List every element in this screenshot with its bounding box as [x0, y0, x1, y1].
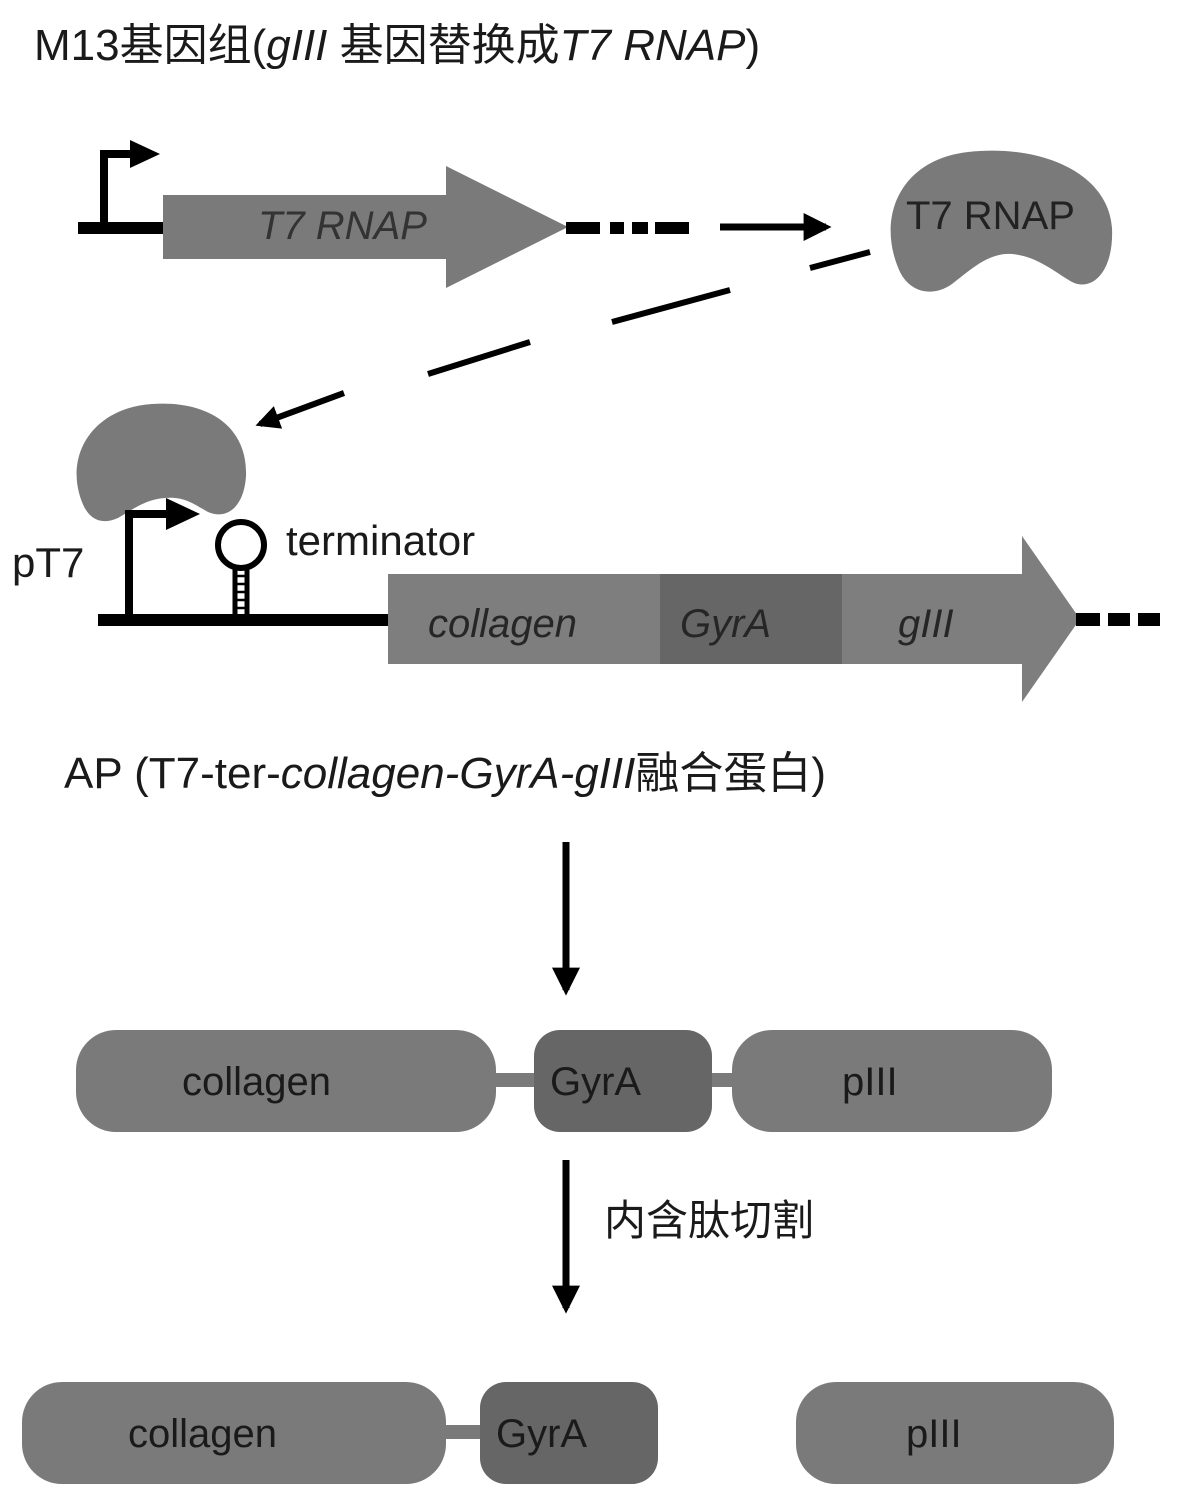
bound-rnap-shape — [76, 403, 247, 522]
ap-title-prefix: AP (T7-ter- — [64, 749, 281, 798]
fused-collagen-label: collagen — [182, 1060, 332, 1104]
ap-title: AP (T7-ter-collagen-GyrA-gIII融合蛋白) — [64, 752, 826, 796]
top-title-suffix: ) — [745, 21, 761, 70]
cleavage-label: 内含肽切割 — [604, 1197, 815, 1244]
fusion-seg-gyra: GyrA — [680, 602, 772, 646]
fusion-gene-arrow — [388, 536, 1080, 702]
top-dna-dashes — [566, 222, 689, 234]
terminator-hairpin-icon — [215, 519, 267, 626]
fused-protein-shapes — [76, 1030, 1052, 1132]
fused-piii-label: pIII — [842, 1060, 898, 1104]
promoter-label: pT7 — [12, 539, 85, 586]
top-title-mid: 基因替换成 — [327, 21, 560, 70]
rnap-binding-path — [427, 249, 871, 377]
cleaved-collagen-label: collagen — [128, 1412, 278, 1456]
t7-rnap-gene-arrow — [163, 166, 568, 288]
binding-arrow — [255, 390, 346, 429]
top-promoter-arrow — [100, 140, 160, 228]
top-title-gene: gIII — [266, 21, 328, 70]
fused-gyra-label: GyrA — [550, 1060, 642, 1104]
cleaved-piii-label: pIII — [906, 1412, 962, 1456]
t7-rnap-protein-shape — [890, 150, 1113, 292]
top-gene-label: T7 RNAP — [258, 204, 427, 248]
cleaved-gyra-label: GyrA — [496, 1412, 588, 1456]
ap-dna-dashes — [1076, 613, 1160, 626]
fusion-seg-collagen: collagen — [428, 602, 578, 646]
cleaved-protein-shapes — [22, 1382, 1114, 1484]
ap-title-genes: collagen-GyrA-gIII — [280, 749, 636, 798]
terminator-label: terminator — [286, 517, 476, 564]
top-title-prefix: M13基因组( — [34, 21, 267, 70]
top-title: M13基因组(gIII 基因替换成T7 RNAP) — [34, 24, 760, 68]
pt7-promoter-arrow — [125, 498, 200, 620]
ap-title-suffix: 融合蛋白) — [635, 749, 827, 798]
fusion-seg-giii: gIII — [898, 602, 954, 646]
top-title-rnap: T7 RNAP — [559, 21, 746, 70]
rnap-protein-label: T7 RNAP — [906, 194, 1075, 238]
